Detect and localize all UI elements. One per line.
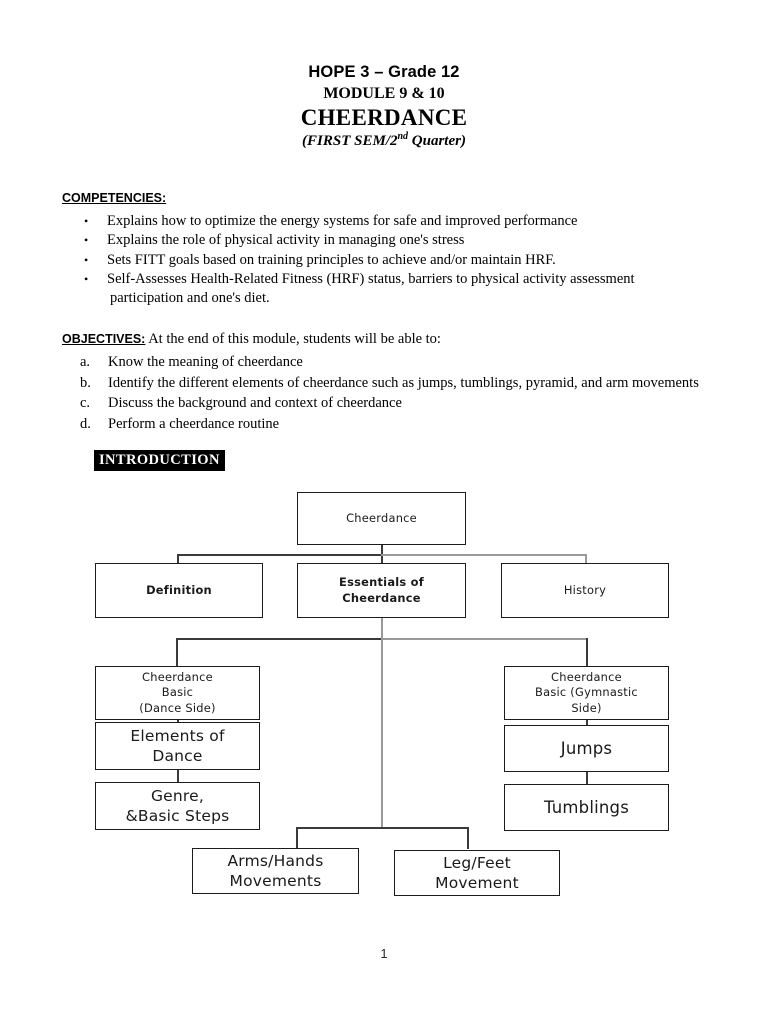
list-item: b. Identify the different elements of che… [62,373,722,394]
list-item: c. Discuss the background and context of … [62,393,722,414]
objectives-heading-line: OBJECTIVES: At the end of this module, s… [62,330,722,349]
header-title: CHEERDANCE [300,105,468,130]
edge-center-spine [381,638,383,828]
edge-level1-horizontal-right [381,554,586,556]
edge-bottom-horizontal-left [296,827,382,829]
flow-node-jumps[interactable]: Jumps [504,725,669,772]
flow-node-label: Leg/Feet Movement [435,854,519,892]
flow-node-essentials-of-cheerdance[interactable]: Essentials of Cheerdance [297,563,466,618]
objectives-list: a. Know the meaning of cheerdance b. Ident… [62,352,722,434]
edge-level2-horizontal-left [176,638,382,640]
edge-to-arms-hands [296,827,298,849]
edge-essentials-down [381,618,383,640]
edge-to-basic-gymnastic [586,638,588,666]
flow-node-arms-hands-movements[interactable]: Arms/Hands Movements [192,848,359,894]
flow-node-history[interactable]: History [501,563,669,618]
header-quarter-ordinal: nd [397,131,409,142]
bullet-glyph: • [84,271,89,286]
competency-text: Explains how to optimize the energy syst… [107,213,578,229]
bullet-glyph: • [84,252,89,267]
objective-text: Know the meaning of cheerdance [108,354,303,370]
list-item: d. Perform a cheerdance routine [62,414,722,435]
edge-level1-horizontal-left [177,554,382,556]
header-module: MODULE 9 & 10 [323,85,445,102]
competencies-list: • Explains how to optimize the energy sys… [62,212,702,289]
flow-node-tumblings[interactable]: Tumblings [504,784,669,831]
page-number: 1 [380,946,388,961]
document-header: HOPE 3 – Grade 12 MODULE 9 & 10 CHEERDAN… [0,62,768,151]
objective-text: Perform a cheerdance routine [108,415,280,432]
edge-jumps-to-tumblings [586,772,588,784]
list-item: a. Know the meaning of cheerdance [62,352,722,373]
edge-level2-horizontal-right [381,638,587,640]
flow-node-label: Tumblings [543,798,630,817]
edge-bottom-horizontal-right [381,827,469,829]
flow-node-genre-and-basic-steps[interactable]: Genre, &Basic Steps [95,782,260,830]
edge-to-basic-dance [176,638,178,666]
header-semester-quarter: (FIRST SEM/2nd Quarter) [0,131,768,151]
flow-node-elements-of-dance[interactable]: Elements of Dance [95,722,260,770]
bullet-glyph: • [84,214,89,228]
edge-cheerdance-down [381,545,383,563]
list-item: • Sets FITT goals based on training princ… [62,251,702,270]
flow-node-leg-feet-movement[interactable]: Leg/Feet Movement [394,850,560,896]
objective-marker: c. [80,395,91,411]
competency-continuation: participation and one's diet. [110,290,270,307]
flow-node-label: Essentials of Cheerdance [339,575,424,605]
objectives-intro-text: At the end of this module, students will… [148,331,441,347]
flow-node-label: Definition [146,582,212,597]
objective-marker: d. [80,415,91,432]
flow-node-label: Cheerdance Basic (Dance Side) [139,669,216,715]
objectives-heading: OBJECTIVES: [62,332,146,346]
list-item: • Explains how to optimize the energy sys… [62,212,702,231]
edge-to-leg-feet [467,827,469,849]
flow-node-label: Jumps [560,739,613,758]
competencies-section: COMPETENCIES: • Explains how to optimize … [62,189,702,308]
header-semester-post: Quarter) [408,133,466,149]
list-item: • Self-Assesses Health-Related Fitness (H… [62,270,702,289]
competency-text: Explains the role of physical activity i… [107,232,465,249]
objective-marker: b. [80,374,91,391]
competency-text: Self-Assesses Health-Related Fitness (HR… [107,270,635,287]
objective-marker: a. [80,354,91,370]
header-course-grade: HOPE 3 – Grade 12 [308,63,460,81]
header-semester-pre: (FIRST SEM/2 [302,133,398,149]
flow-node-cheerdance-basic-dance-side[interactable]: Cheerdance Basic (Dance Side) [95,666,260,720]
bullet-glyph: • [84,233,89,248]
flow-node-label: Arms/Hands Movements [227,852,324,890]
objectives-section: OBJECTIVES: At the end of this module, s… [62,330,722,434]
flow-node-label: History [563,582,607,597]
objective-text: Discuss the background and context of ch… [108,395,402,411]
flow-node-cheerdance[interactable]: Cheerdance [297,492,466,545]
flow-node-definition[interactable]: Definition [95,563,263,618]
list-item: • Explains the role of physical activity … [62,231,702,250]
competencies-heading: COMPETENCIES: [62,191,167,205]
competency-text: Sets FITT goals based on training princi… [107,251,556,268]
flow-node-cheerdance-basic-gymnastic-side[interactable]: Cheerdance Basic (Gymnastic Side) [504,666,669,720]
objective-text: Identify the different elements of cheer… [108,374,699,391]
flow-node-label: Elements of Dance [130,727,225,765]
flow-node-label: Cheerdance [346,510,417,525]
introduction-banner: INTRODUCTION [94,450,225,471]
flow-node-label: Cheerdance Basic (Gymnastic Side) [535,669,638,715]
flow-node-label: Genre, &Basic Steps [125,787,230,825]
